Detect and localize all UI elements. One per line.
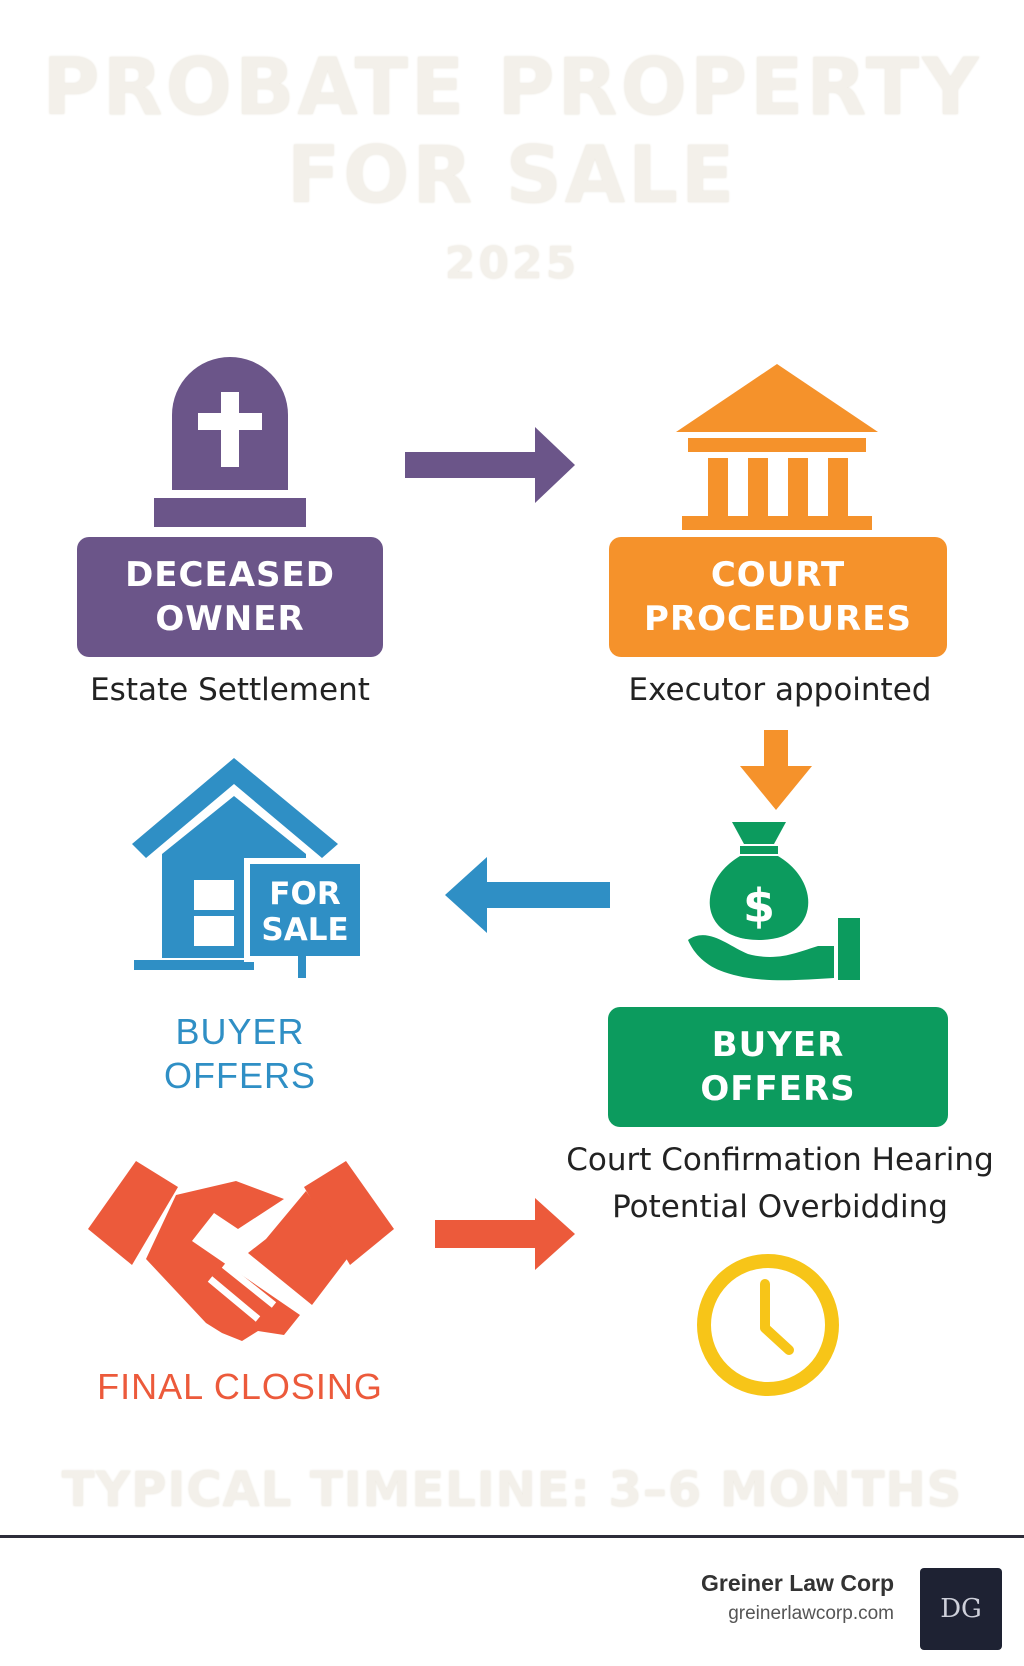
house-for-sale-icon: FOR SALE: [132, 758, 366, 978]
brand-logo: DG: [920, 1568, 1002, 1650]
clock-icon: [697, 1254, 839, 1396]
estate-settlement-caption: Estate Settlement: [90, 672, 370, 708]
arrow-right-icon: [405, 427, 575, 503]
arrow-left-icon: [445, 857, 610, 933]
timeline-label: TYPICAL TIMELINE: 3–6 MONTHS: [61, 1462, 963, 1518]
brand-name: Greiner Law Corp: [701, 1570, 894, 1596]
handshake-icon: [88, 1161, 394, 1341]
court-label-line-1: COURT: [710, 555, 846, 595]
buyer-offers-label: BUYER OFFERS: [140, 1010, 340, 1098]
year-label: 2025: [444, 238, 580, 289]
overbidding-caption: Potential Overbidding: [612, 1189, 948, 1225]
svg-text:$: $: [743, 879, 775, 933]
money-bag-hand-icon: $: [688, 822, 860, 981]
for-sale-sign-line-2: SALE: [261, 912, 348, 948]
deceased-owner-box: DECEASED OWNER: [77, 537, 383, 657]
buyer-green-label-line-1: BUYER: [711, 1025, 845, 1065]
buyer-green-label-line-2: OFFERS: [700, 1069, 856, 1109]
court-procedures-box: COURT PROCEDURES: [609, 537, 947, 657]
for-sale-sign-line-1: FOR: [269, 876, 341, 912]
brand-block: Greiner Law Corp greinerlawcorp.com: [701, 1567, 894, 1629]
buyer-blue-label-line-1: BUYER: [175, 1011, 305, 1052]
footer-divider: [0, 1535, 1024, 1538]
deceased-label-line-1: DECEASED: [125, 555, 335, 595]
title-line-1: PROBATE PROPERTY: [42, 43, 982, 133]
brand-url[interactable]: greinerlawcorp.com: [728, 1603, 894, 1624]
buyer-offers-box: BUYER OFFERS: [608, 1007, 948, 1127]
final-closing-label: FINAL CLOSING: [97, 1366, 383, 1407]
arrow-right-coral-icon: [435, 1198, 575, 1270]
executor-appointed-caption: Executor appointed: [628, 672, 932, 708]
title-line-2: FOR SALE: [286, 131, 738, 221]
deceased-label-line-2: OWNER: [155, 599, 305, 639]
arrow-down-icon: [740, 730, 812, 810]
court-confirmation-caption: Court Confirmation Hearing: [566, 1142, 994, 1178]
court-label-line-2: PROCEDURES: [644, 599, 912, 639]
gravestone-icon: [154, 357, 306, 527]
courthouse-icon: [676, 364, 878, 530]
buyer-blue-label-line-2: OFFERS: [163, 1055, 316, 1096]
